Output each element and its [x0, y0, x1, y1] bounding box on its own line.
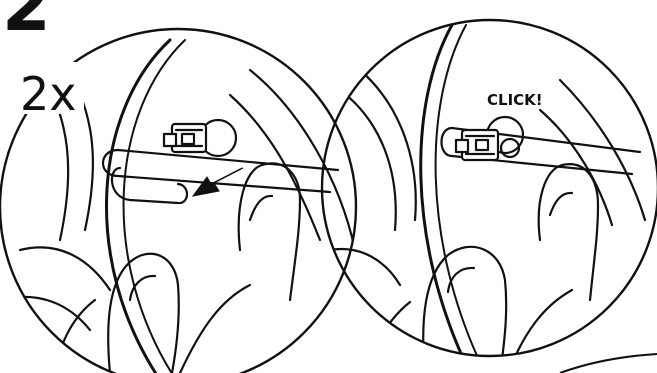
step-number: 2 — [2, 0, 51, 47]
next-figure-edge — [560, 354, 657, 373]
repeat-count-label: 2x — [20, 67, 77, 121]
right-detail-circle — [322, 20, 657, 373]
click-sound-label: CLICK! — [487, 91, 543, 109]
